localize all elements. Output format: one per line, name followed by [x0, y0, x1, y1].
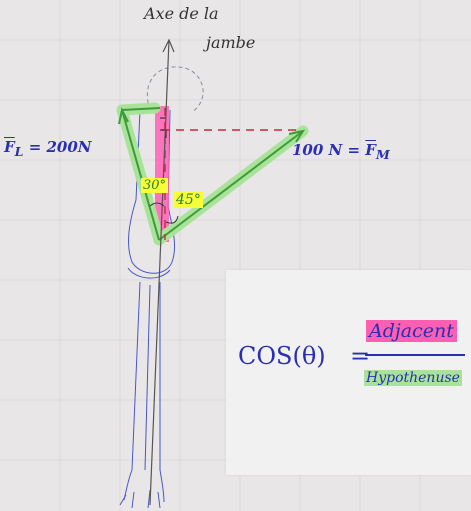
force-right-symbol: F — [365, 141, 376, 159]
angle-arc-large — [165, 215, 179, 224]
force-label-right: 100 N = FM — [292, 141, 390, 162]
force-label-left: FL = 200N — [4, 138, 92, 159]
formula-lhs: COS(θ) — [238, 342, 326, 370]
vector-fl — [121, 109, 160, 241]
femur-sketch — [146, 66, 204, 113]
fraction-bar — [365, 354, 465, 356]
force-left-value: 200N — [46, 138, 92, 156]
force-left-equals: = — [28, 138, 42, 156]
leg-axis — [149, 38, 175, 506]
axis-title-line2: jambe — [206, 33, 256, 52]
angle-arc-small — [149, 202, 165, 207]
force-left-symbol: F — [4, 138, 15, 156]
formula-denominator: Hypothenuse — [364, 370, 462, 386]
formula-lhs-text: COS(θ) — [238, 342, 326, 370]
vector-fm — [158, 130, 304, 241]
force-right-equals: = — [347, 141, 361, 159]
formula-numerator: Adjacent — [366, 320, 457, 342]
force-left-subscript: L — [14, 144, 24, 159]
angle-label-30: 30° — [141, 178, 169, 193]
force-right-value: 100 N — [292, 141, 343, 159]
formula-equals: = — [350, 342, 371, 370]
formula-note: COS(θ) = Adjacent Hypothenuse — [226, 270, 471, 475]
force-vectors — [118, 107, 306, 241]
axis-title-line1: Axe de la — [144, 4, 219, 23]
force-right-subscript: M — [375, 147, 390, 162]
angle-label-45: 45° — [174, 192, 203, 208]
